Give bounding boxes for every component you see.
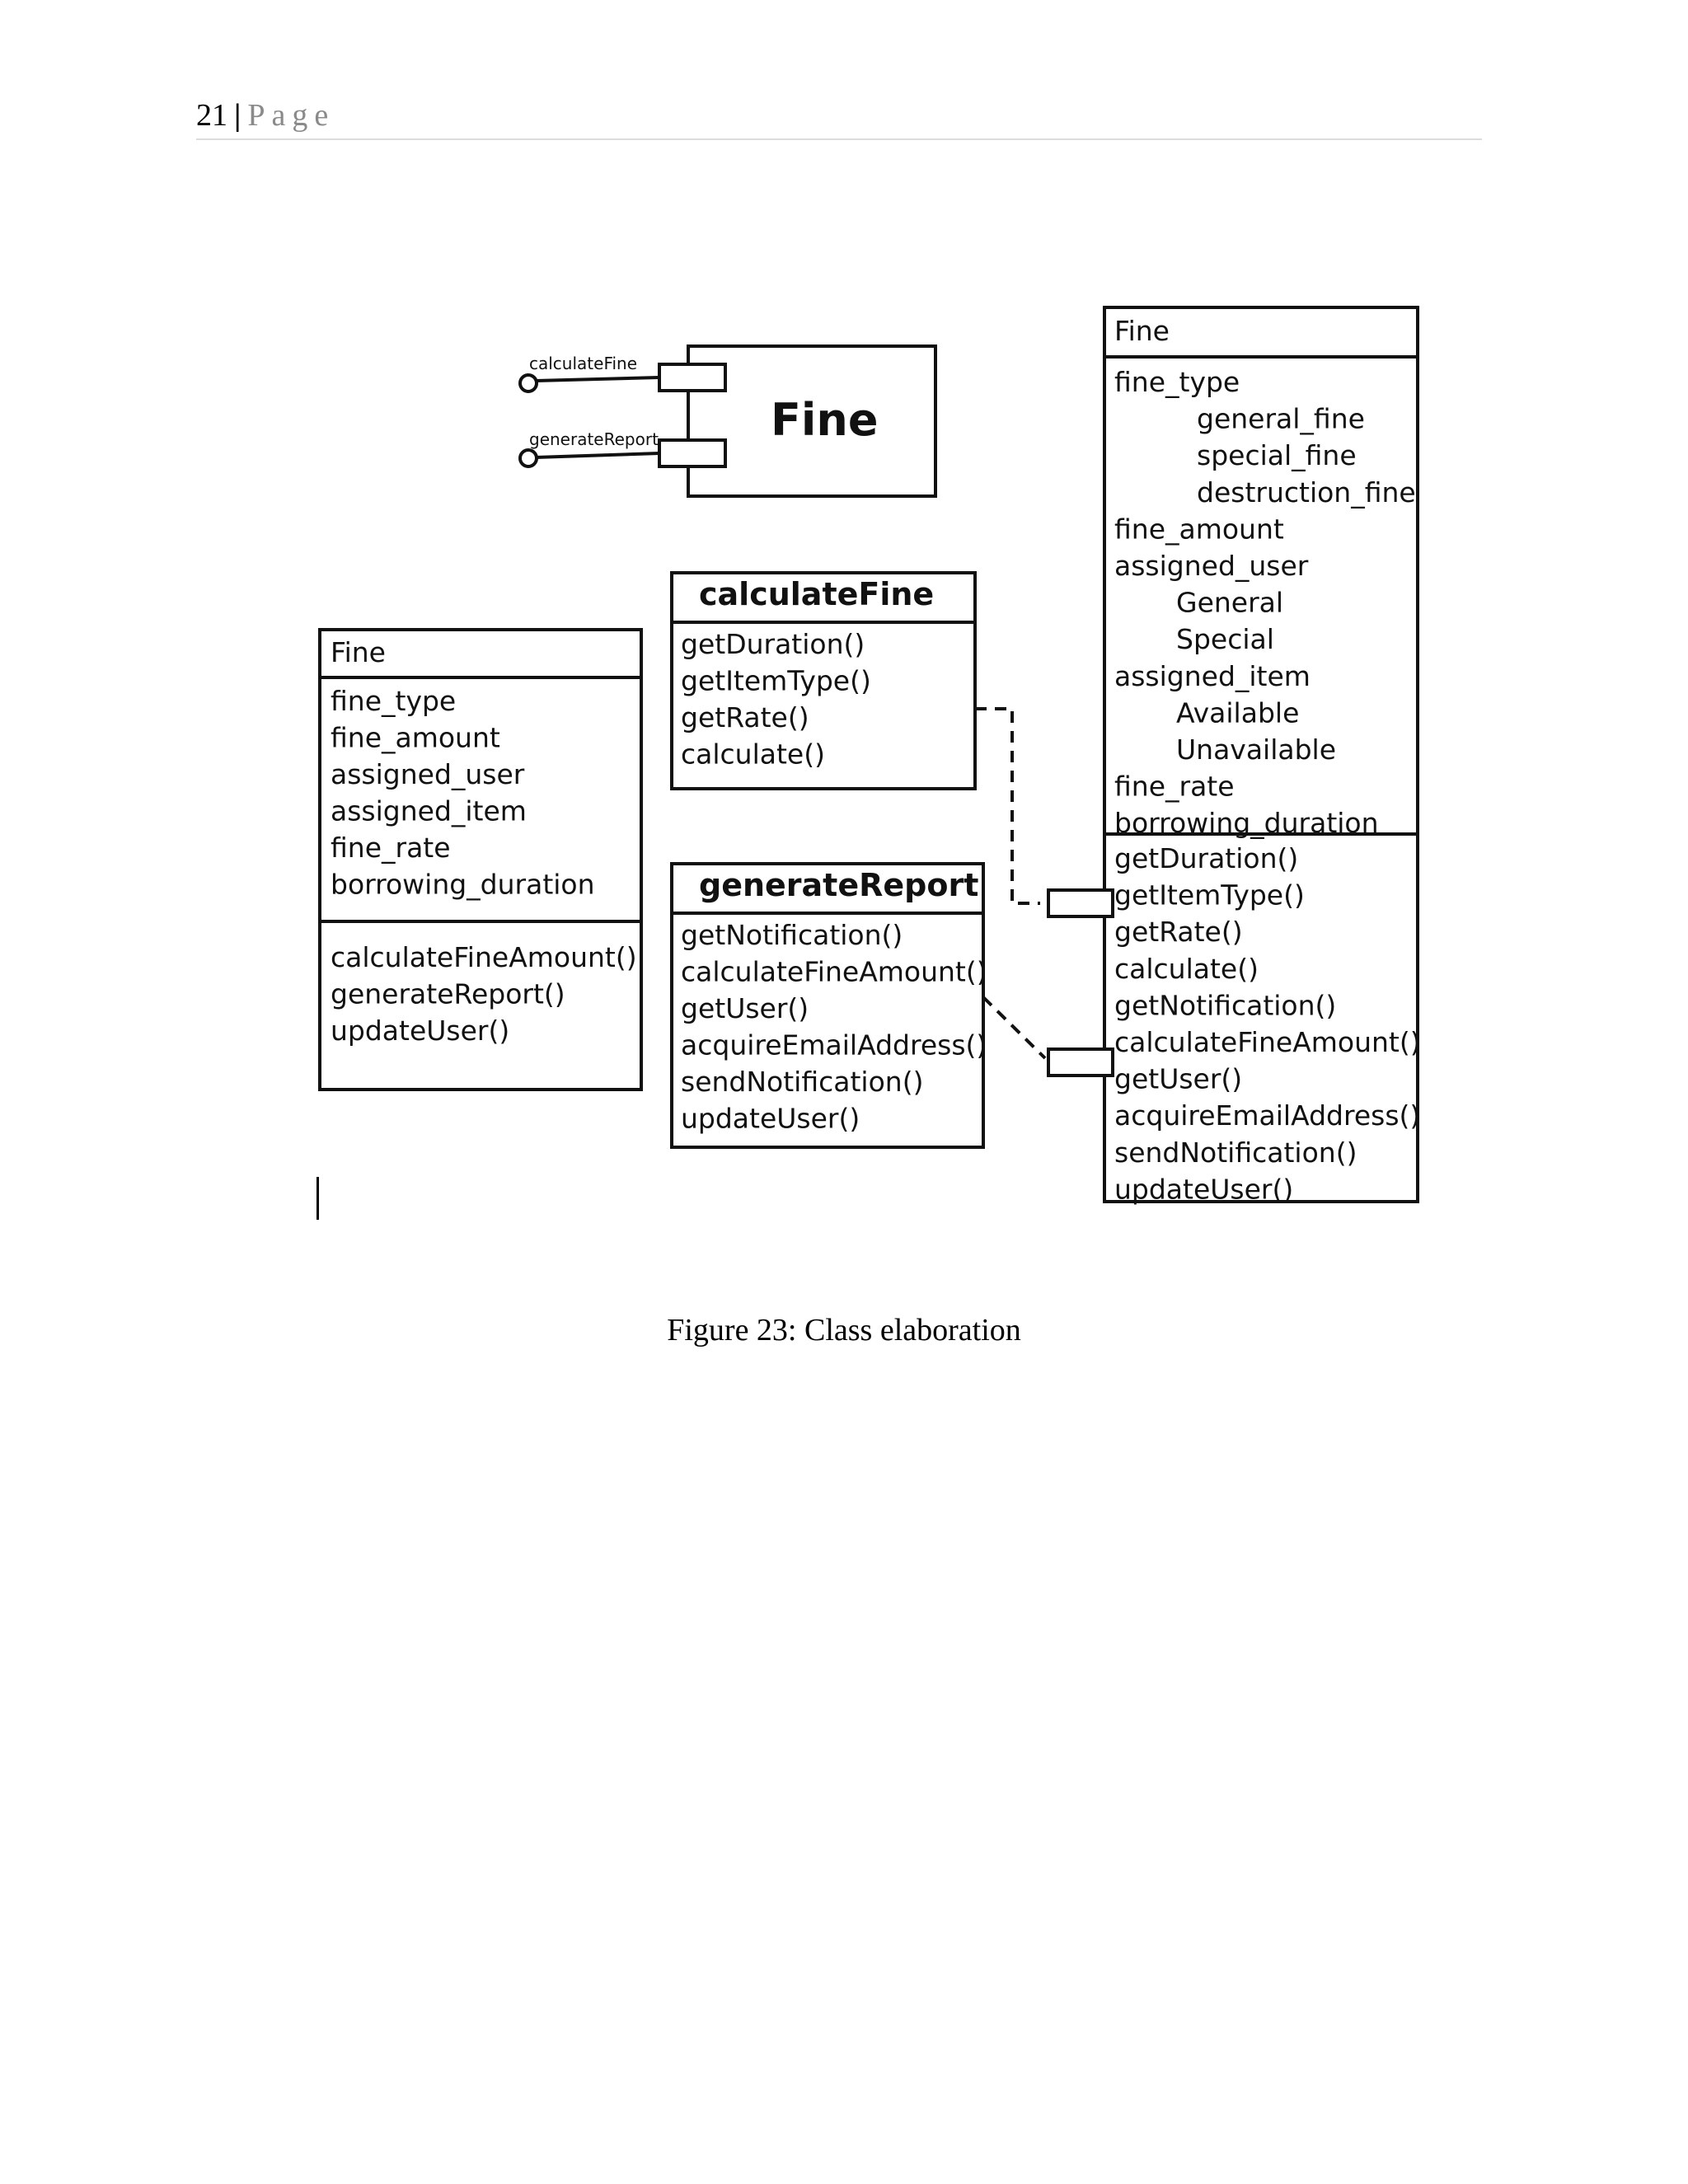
interface-report-methods: getNotification() calculateFineAmount() ge… [681, 919, 987, 1135]
class-right-attribute: special_fine [1197, 439, 1357, 471]
class-right-attribute: fine_amount [1114, 513, 1284, 545]
class-right-method: getDuration() [1114, 842, 1298, 874]
page-number: 21 [196, 98, 227, 133]
interface-report-method: calculateFineAmount() [681, 956, 987, 988]
class-right-attribute: general_fine [1197, 403, 1365, 435]
class-left-name: Fine [331, 636, 386, 668]
class-right-method: getRate() [1114, 916, 1243, 948]
class-right-port-upper [1047, 888, 1114, 918]
page-word: Page [247, 98, 335, 133]
interface-report-method: updateUser() [681, 1103, 860, 1135]
component-box [687, 344, 937, 498]
class-right-port-lower [1047, 1047, 1114, 1077]
class-right-method: getUser() [1114, 1063, 1242, 1095]
interface-calculate-method: calculate() [681, 738, 825, 771]
class-right-method: calculate() [1114, 953, 1259, 985]
class-right-methods: getDuration() getItemType() getRate() calcu… [1114, 842, 1421, 1205]
dependency-report [982, 996, 1047, 1060]
interface-report-method: sendNotification() [681, 1066, 923, 1098]
class-right-method: getNotification() [1114, 989, 1336, 1021]
component-port-label-calculate: calculateFine [529, 354, 637, 373]
interface-report-box [670, 862, 985, 1149]
class-right-name: Fine [1114, 315, 1170, 347]
class-left-method: calculateFineAmount() [331, 941, 637, 973]
interface-calculate-methods: getDuration() getItemType() getRate() calcu… [681, 628, 871, 771]
lollipop-report [518, 448, 538, 468]
interface-report-name: generateReport [699, 867, 978, 903]
class-left-box [318, 628, 643, 1091]
class-left-method: updateUser() [331, 1015, 509, 1047]
class-right-attribute: Unavailable [1176, 733, 1336, 766]
class-right-attribute: assigned_user [1114, 550, 1309, 582]
component-name: Fine [771, 394, 878, 446]
interface-calculate-method: getRate() [681, 701, 809, 733]
class-right-method: calculateFineAmount() [1114, 1026, 1421, 1058]
class-right-box [1103, 306, 1419, 1203]
class-left-attribute: assigned_user [331, 758, 525, 790]
class-right-method: sendNotification() [1114, 1137, 1357, 1169]
component-port-calculate [658, 363, 727, 392]
class-right-attribute: assigned_item [1114, 660, 1311, 692]
class-right-attribute: borrowing_duration [1114, 807, 1379, 839]
class-left-attribute: borrowing_duration [331, 869, 595, 901]
lollipop-calculate [518, 373, 538, 393]
class-right-attribute: fine_type [1114, 366, 1240, 398]
text-cursor [316, 1177, 319, 1220]
interface-calculate-method: getItemType() [681, 665, 871, 697]
dependency-calculate [975, 707, 1040, 905]
class-right-attribute: General [1176, 587, 1283, 619]
class-right-attributes: fine_type general_fine special_finedestruc… [1114, 366, 1416, 839]
class-right-method: acquireEmailAddress() [1114, 1099, 1420, 1132]
class-left-attribute: fine_amount [331, 722, 500, 754]
class-right-method: getItemType() [1114, 879, 1305, 912]
interface-calculate-method: getDuration() [681, 628, 865, 660]
page-header: 21|Page [196, 97, 1482, 140]
figure-caption: Figure 23: Class elaboration [667, 1313, 1021, 1347]
page-separator: | [234, 98, 241, 133]
interface-calculate-box [670, 571, 977, 790]
component-port-label-report: generateReport [529, 429, 659, 449]
class-left-attribute: assigned_item [331, 795, 527, 827]
class-left-attribute: fine_type [331, 685, 456, 717]
class-left-method: generateReport() [331, 978, 565, 1010]
class-right-method: updateUser() [1114, 1173, 1293, 1205]
component-port-report [658, 438, 727, 468]
class-right-attribute: Special [1176, 623, 1274, 655]
class-left-methods: calculateFineAmount() generateReport() upd… [331, 941, 637, 1047]
interface-report-method: getNotification() [681, 919, 903, 951]
class-right-attribute: destruction_fine [1197, 476, 1416, 509]
interface-report-method: acquireEmailAddress() [681, 1029, 987, 1062]
class-right-attribute: fine_rate [1114, 771, 1235, 803]
class-left-attribute: fine_rate [331, 832, 451, 864]
class-right-attribute: Available [1176, 696, 1299, 729]
interface-calculate-name: calculateFine [699, 576, 934, 612]
class-left-attributes: fine_type fine_amount assigned_userassigne… [331, 685, 595, 901]
interface-report-method: getUser() [681, 992, 809, 1024]
